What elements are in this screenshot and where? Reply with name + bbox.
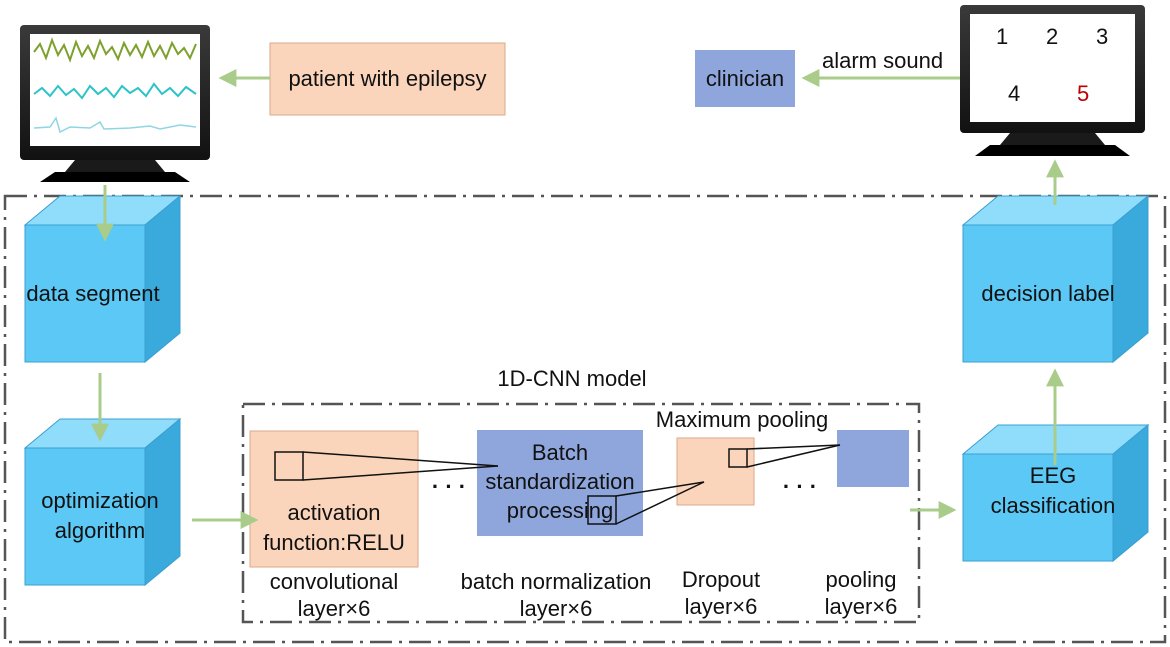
bn-caption-1: batch normalization xyxy=(460,569,652,594)
source-label: patient with epilepsy xyxy=(288,66,487,91)
eeg-trace-2 xyxy=(33,82,197,100)
cube-decision-label xyxy=(961,194,1150,364)
model-title: 1D-CNN model xyxy=(497,366,647,391)
cube-data-segment xyxy=(23,194,182,364)
conv-caption-1: convolutional xyxy=(269,569,399,594)
decision-label-text: decision label xyxy=(981,281,1115,306)
batch-text-1: Batch xyxy=(531,440,589,465)
dropout-caption: Dropout layer×6 xyxy=(665,566,777,620)
pool-caption: pooling layer×6 xyxy=(805,566,917,620)
optimization-text-2: algorithm xyxy=(54,518,146,543)
data-segment-label: data segment xyxy=(25,279,161,309)
dropout-caption-2: layer×6 xyxy=(684,594,758,619)
monitor-number-5: 5 xyxy=(1077,81,1090,106)
kernel-projections xyxy=(274,444,841,525)
monitor-number-3: 3 xyxy=(1096,24,1109,49)
decision-label: decision label xyxy=(963,279,1133,309)
batch-label: Batch standardization processing xyxy=(467,438,653,525)
max-pooling-label: Maximum pooling xyxy=(655,407,829,432)
optimization-label: optimization algorithm xyxy=(25,486,175,546)
clinician-box xyxy=(695,50,795,107)
ellipsis-2: · · · xyxy=(782,474,818,499)
clinician-label: clinician xyxy=(705,65,785,91)
monitor-number-2: 2 xyxy=(1046,24,1059,49)
bn-caption-2: layer×6 xyxy=(519,596,593,621)
eeg-classification-label: EEG classification xyxy=(963,461,1143,521)
outer-frame xyxy=(3,194,1167,644)
activation-text-2: function:RELU xyxy=(263,530,405,555)
conv-caption-2: layer×6 xyxy=(297,596,371,621)
activation-label: activation function:RELU xyxy=(250,498,418,558)
monitor-number-1: 1 xyxy=(996,24,1009,49)
alarm-monitor xyxy=(960,5,1145,156)
pool-caption-2: layer×6 xyxy=(824,594,898,619)
bn-caption: batch normalization layer×6 xyxy=(443,568,669,622)
eeg-trace-3 xyxy=(33,116,197,134)
eeg-monitor xyxy=(20,25,210,182)
source-box xyxy=(269,42,506,116)
dropout-box xyxy=(676,437,755,506)
cube-optimization xyxy=(23,417,182,587)
pool-caption-1: pooling xyxy=(825,567,897,592)
eeg-trace-1 xyxy=(33,37,197,63)
batch-text-2: standardization xyxy=(485,469,635,494)
batch-text-3: processing xyxy=(506,498,614,523)
flow-arrows xyxy=(91,69,1064,529)
eeg-text-1: EEG xyxy=(1029,463,1077,488)
alarm-label: alarm sound xyxy=(822,48,944,73)
ellipsis-1: · · · xyxy=(431,474,467,499)
monitor-number-4: 4 xyxy=(1008,81,1021,106)
dropout-caption-1: Dropout xyxy=(681,567,761,592)
cube-eeg-classification xyxy=(961,423,1150,563)
data-segment-text: data segment xyxy=(26,281,160,306)
eeg-text-2: classification xyxy=(990,493,1116,518)
conv-caption: convolutional layer×6 xyxy=(244,568,424,622)
pooling-box xyxy=(837,430,909,487)
activation-text-1: activation xyxy=(287,500,381,525)
optimization-text-1: optimization xyxy=(41,488,159,513)
